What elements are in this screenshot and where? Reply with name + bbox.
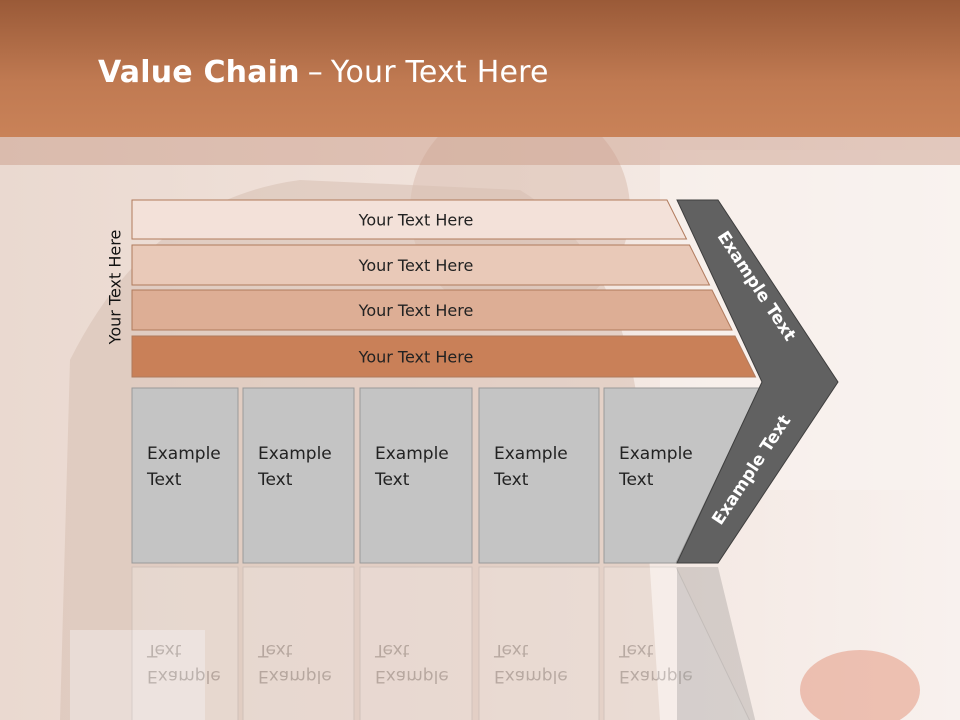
- column-reflection-5: Example Text: [603, 566, 750, 720]
- column-reflection-box-1: [131, 566, 239, 720]
- margin-chevron: [676, 199, 839, 564]
- row-label-1: Your Text Here: [358, 211, 474, 230]
- row-bar-2: [131, 244, 711, 286]
- title-bold: Value Chain: [98, 55, 300, 90]
- title-separator: –: [307, 55, 323, 90]
- column-reflection-4: Example Text: [478, 566, 600, 720]
- column-reflection-line2-5: Text: [618, 640, 654, 660]
- column-reflection-line1-5: Example: [619, 666, 693, 686]
- column-reflection-box-4: [478, 566, 600, 720]
- column-line2-3: Text: [374, 470, 410, 490]
- chevron-reflection: [677, 567, 756, 720]
- column-reflection-line2-3: Text: [374, 640, 410, 660]
- row-label-4: Your Text Here: [358, 348, 474, 367]
- title-rest: Your Text Here: [330, 55, 549, 90]
- column-reflection-2: Example Text: [242, 566, 355, 720]
- column-line2-2: Text: [257, 470, 293, 490]
- side-label: Your Text Here: [105, 229, 125, 345]
- column-reflection-box-5: [603, 566, 750, 720]
- column-reflection-box-3: [359, 566, 473, 720]
- chevron-reflection-shape: [677, 567, 756, 720]
- row-bar-1: [131, 199, 688, 240]
- column-line1-2: Example: [258, 444, 332, 464]
- column-line2-1: Text: [146, 470, 182, 490]
- row-label-2: Your Text Here: [358, 256, 474, 275]
- column-line1-1: Example: [147, 444, 221, 464]
- column-box-4: [478, 387, 600, 564]
- title-bar: [0, 0, 960, 137]
- column-reflection-line1-4: Example: [494, 666, 568, 686]
- column-line1-4: Example: [494, 444, 568, 464]
- column-line2-5: Text: [618, 470, 654, 490]
- column-reflection-line2-4: Text: [493, 640, 529, 660]
- column-reflection-1: Example Text: [131, 566, 239, 720]
- column-reflection-line1-2: Example: [258, 666, 332, 686]
- column-box-3: [359, 387, 473, 564]
- column-line1-3: Example: [375, 444, 449, 464]
- reflection-group: ExampleTextExampleTextExampleTextExample…: [131, 566, 750, 720]
- row-label-3: Your Text Here: [358, 301, 474, 320]
- row-bar-3: [131, 289, 733, 331]
- row-bar-4: [131, 335, 757, 378]
- column-reflection-line1-3: Example: [375, 666, 449, 686]
- page-title: Value Chain–Your Text Here: [98, 55, 549, 90]
- column-line1-5: Example: [619, 444, 693, 464]
- column-box-2: [242, 387, 355, 564]
- column-reflection-line2-1: Text: [146, 640, 182, 660]
- column-reflection-line1-1: Example: [147, 666, 221, 686]
- column-box-5: [603, 387, 761, 564]
- column-reflection-box-2: [242, 566, 355, 720]
- column-reflection-line2-2: Text: [257, 640, 293, 660]
- column-line2-4: Text: [493, 470, 529, 490]
- title-band: [0, 137, 960, 165]
- column-reflection-3: Example Text: [359, 566, 473, 720]
- column-box-1: [131, 387, 239, 564]
